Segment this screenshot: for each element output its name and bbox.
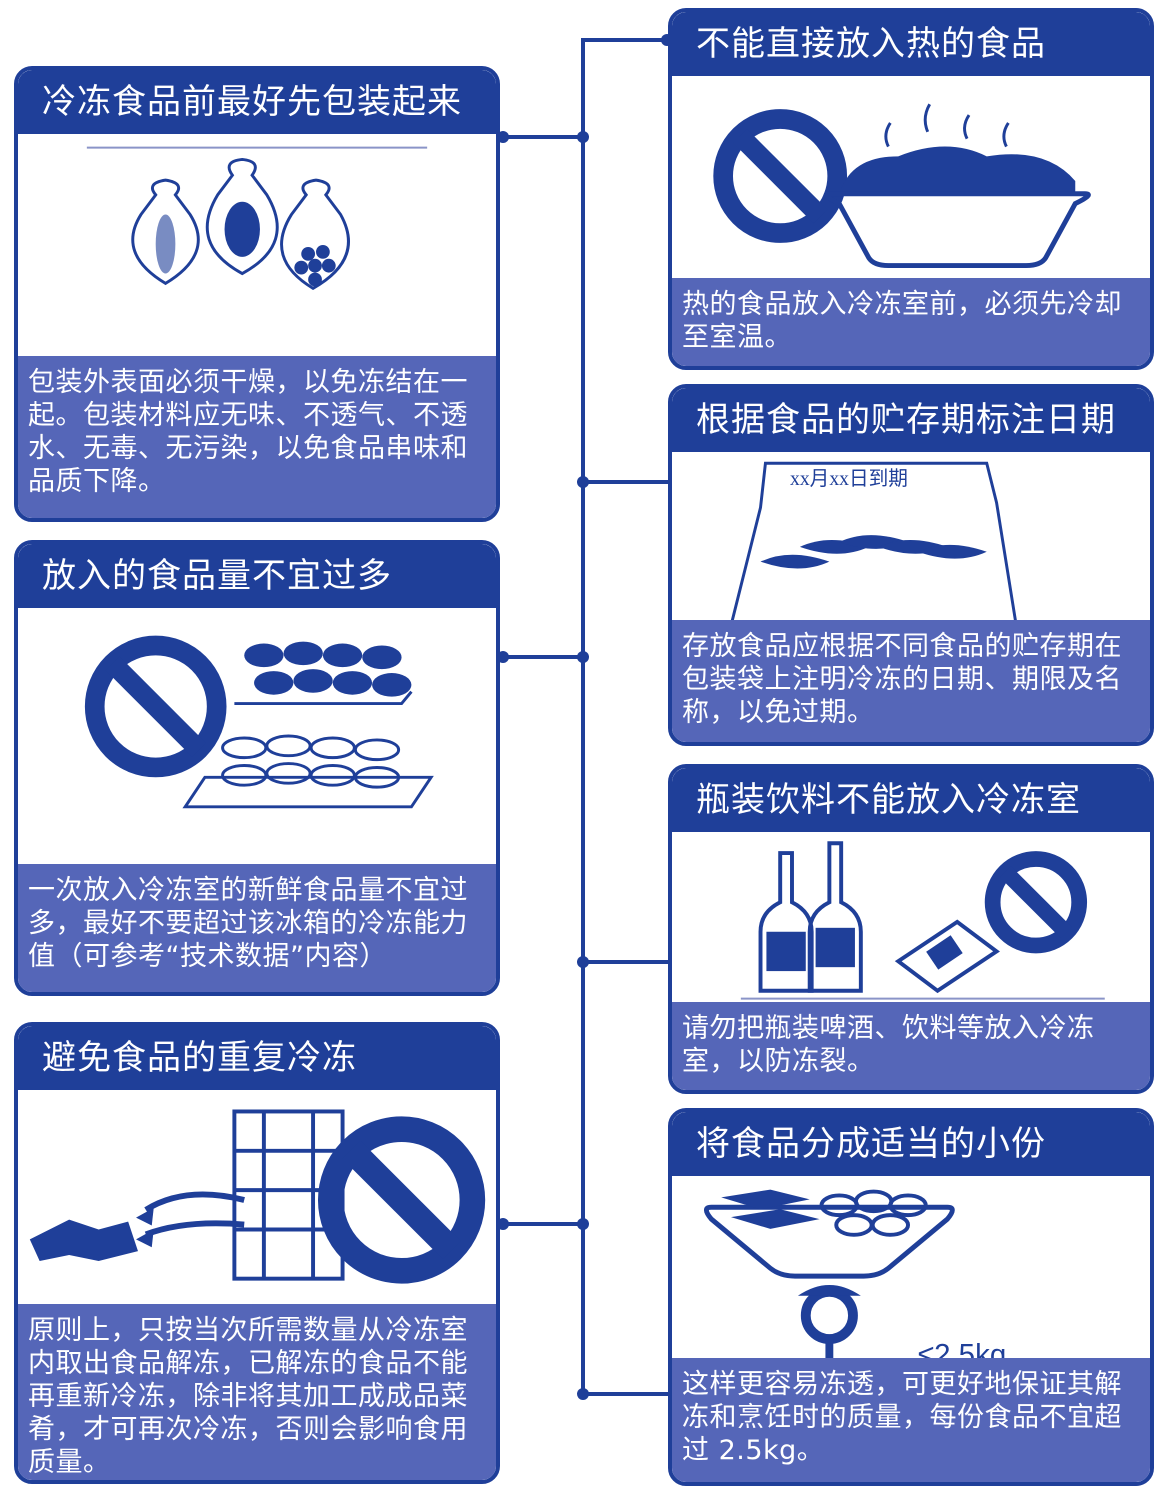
card-wrap-food: 冷冻食品前最好先包装起来 包装外表面必须干燥，以免冻结在一起。包装材料应无味、不… <box>14 66 500 522</box>
card-refreeze: 避免食品的重复冷冻 原则上，只按当次所需数量从冷冻室内取出食品解冻，已解冻的食品… <box>14 1022 500 1484</box>
no-icon <box>984 851 1088 954</box>
connector-dot <box>577 1218 589 1230</box>
card-title: 瓶装饮料不能放入冷冻室 <box>672 768 1150 832</box>
card-title: 不能直接放入热的食品 <box>672 12 1150 76</box>
card-body: 这样更容易冻透，可更好地保证其解冻和烹饪时的质量，每份食品不宜超过 2.5kg。 <box>672 1358 1150 1482</box>
bottles-icon <box>672 832 1150 1002</box>
card-hot-food: 不能直接放入热的食品 热的食品放入冷冻室前，必须先冷却至室温。 <box>668 8 1154 370</box>
connector-dot <box>577 131 589 143</box>
connector-left-3 <box>498 1222 583 1226</box>
card-body: 包装外表面必须干燥，以免冻结在一起。包装材料应无味、不透气、不透水、无毒、无污染… <box>18 356 496 518</box>
no-icon <box>84 635 227 778</box>
connector-dot <box>577 651 589 663</box>
no-icon <box>713 109 848 243</box>
connector-right-2 <box>581 480 669 484</box>
card-date-label: 根据食品的贮存期标注日期 xx月xx日到期 存放食品应根据不同食品的贮存期在包装… <box>668 384 1154 746</box>
connector-dot <box>497 651 509 663</box>
card-body: 原则上，只按当次所需数量从冷冻室内取出食品解冻，已解冻的食品不能再重新冷冻，除非… <box>18 1304 496 1480</box>
connector-dot <box>577 1388 589 1400</box>
tray-icon <box>18 608 496 864</box>
connector-dot <box>577 476 589 488</box>
card-title: 放入的食品量不宜过多 <box>18 544 496 608</box>
card-body: 存放食品应根据不同食品的贮存期在包装袋上注明冷冻的日期、期限及名称，以免过期。 <box>672 620 1150 742</box>
freezer-icon <box>18 1090 496 1308</box>
connector-dot <box>497 131 509 143</box>
fish-bag-icon: xx月xx日到期 <box>672 452 1150 628</box>
no-icon <box>317 1116 486 1284</box>
card-bottle: 瓶装饮料不能放入冷冻室 请勿把瓶装啤酒、饮料等放入冷冻室，以防冻裂。 <box>668 764 1154 1094</box>
card-title: 将食品分成适当的小份 <box>672 1112 1150 1176</box>
date-label: xx月xx日到期 <box>790 468 908 490</box>
connector-left-2 <box>498 655 583 659</box>
connector-dot <box>577 956 589 968</box>
connector-right-4 <box>581 1392 669 1396</box>
connector-dot <box>497 1218 509 1230</box>
connector-left-1 <box>498 135 583 139</box>
scale-icon: ≤2.5kg <box>672 1176 1150 1390</box>
card-quantity: 放入的食品量不宜过多 一次放入冷冻室的新鲜食品量不宜过多，最好不要超 <box>14 540 500 996</box>
card-body: 请勿把瓶装啤酒、饮料等放入冷冻室，以防冻裂。 <box>672 1002 1150 1090</box>
card-title: 冷冻食品前最好先包装起来 <box>18 70 496 134</box>
food-bags-icon <box>18 134 496 360</box>
connector-vertical <box>581 38 585 1398</box>
card-title: 根据食品的贮存期标注日期 <box>672 388 1150 452</box>
card-portion: 将食品分成适当的小份 ≤2.5kg 这样更容易冻透，可更好地保证其解冻和烹饪时的… <box>668 1108 1154 1486</box>
connector-right-1 <box>581 38 669 42</box>
card-title: 避免食品的重复冷冻 <box>18 1026 496 1090</box>
connector-right-3 <box>581 960 669 964</box>
hot-dish-icon <box>672 76 1150 282</box>
card-body: 热的食品放入冷冻室前，必须先冷却至室温。 <box>672 278 1150 366</box>
card-body: 一次放入冷冻室的新鲜食品量不宜过多，最好不要超过该冰箱的冷冻能力值（可参考“技术… <box>18 864 496 992</box>
